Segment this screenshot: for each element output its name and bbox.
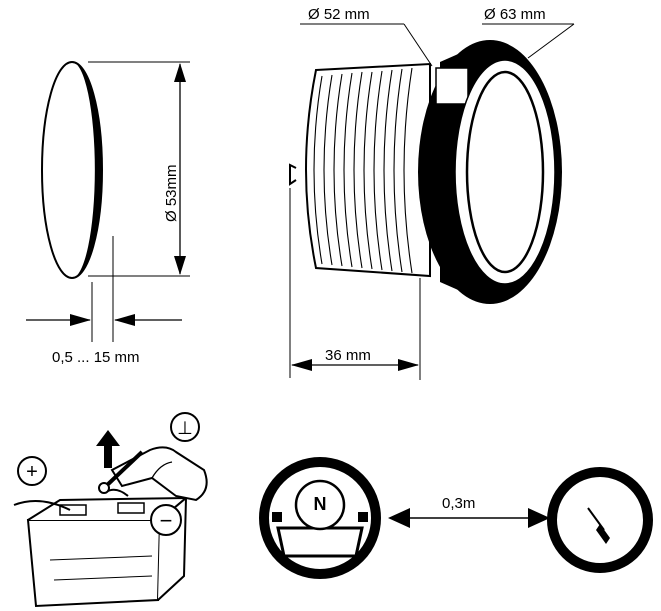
- compass-n-label: N: [314, 494, 327, 514]
- thickness-label: 0,5 ... 15 mm: [52, 349, 140, 366]
- thickness-dimension: 0,5 ... 15 mm: [26, 236, 182, 366]
- compass-icon: N: [259, 457, 381, 579]
- svg-text:+: +: [26, 461, 38, 483]
- distance-label: 0,3m: [442, 495, 475, 512]
- gasket-ring-icon: [41, 61, 103, 279]
- length-label: 36 mm: [325, 347, 371, 364]
- gauge-icon: [547, 467, 653, 573]
- length-dimension: 36 mm: [289, 188, 421, 380]
- plus-symbol: +: [17, 456, 47, 486]
- dia-52-dimension: Ø 52 mm: [300, 6, 433, 67]
- battery-icon: [13, 488, 189, 608]
- dia-63-dimension: Ø 63 mm: [482, 6, 575, 59]
- dia-52-label: Ø 52 mm: [308, 6, 370, 23]
- svg-text:⊥: ⊥: [177, 418, 193, 438]
- hand-wrench-icon: [98, 446, 208, 502]
- distance-dimension: 0,3m: [388, 495, 550, 528]
- height-dimension: Ø 53mm: [88, 61, 190, 277]
- disconnect-arrow-icon: [96, 430, 120, 468]
- dia-53-label: Ø 53mm: [163, 164, 180, 222]
- ground-symbol-icon: ⊥: [170, 412, 200, 442]
- minus-symbol: −: [150, 504, 182, 536]
- gauge-housing-icon: [289, 40, 562, 304]
- svg-text:−: −: [160, 508, 173, 533]
- dia-63-label: Ø 63 mm: [484, 6, 546, 23]
